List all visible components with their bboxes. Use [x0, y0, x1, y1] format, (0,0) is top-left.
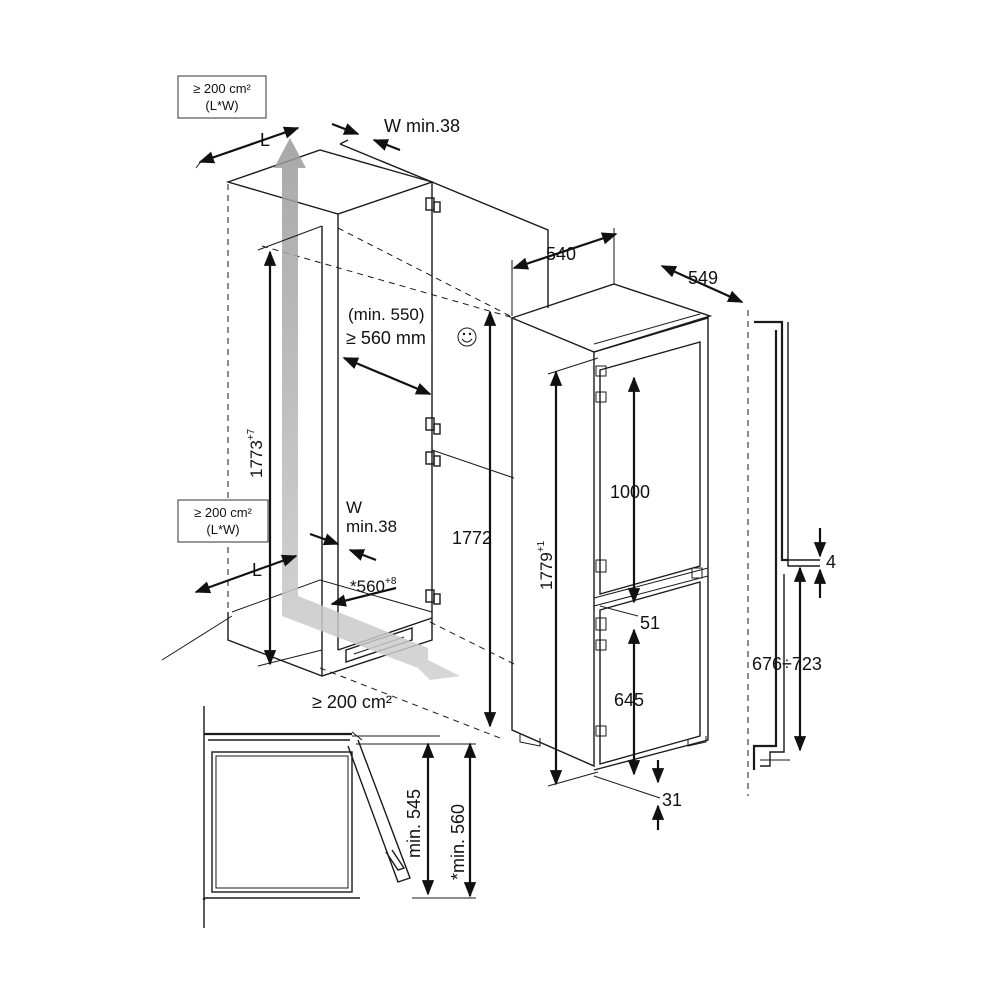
- vent-mid-lw: (L*W): [206, 522, 239, 537]
- dim-min-545: min. 545: [404, 742, 435, 896]
- dim-niche-depth: (min. 550) ≥ 560 mm: [342, 305, 477, 396]
- w-bottom-label: W: [346, 498, 362, 517]
- appliance: [510, 283, 713, 771]
- dim-676-723: 676÷723: [752, 566, 822, 752]
- dim-1779-tol: +1: [536, 540, 547, 552]
- l-bottom-label: L: [252, 560, 262, 580]
- dim-540: 540: [511, 228, 618, 316]
- svg-text:1773+7: 1773+7: [246, 428, 266, 478]
- niche-cabinet: [161, 139, 549, 739]
- vent-mid-area: ≥ 200 cm²: [194, 505, 252, 520]
- vent-bottom-label: ≥ 200 cm²: [312, 692, 392, 712]
- dim-w-bottom: W min.38: [309, 498, 397, 562]
- dim-560-star: *560+8: [330, 576, 397, 607]
- dim-1773-tol: +7: [246, 428, 257, 440]
- dim-560-star-tol: +8: [385, 576, 397, 587]
- dim-1772: 1772: [452, 310, 497, 728]
- hinge-icon: [595, 365, 703, 737]
- dim-560-star-value: *560: [350, 577, 385, 596]
- dim-645-value: 645: [614, 690, 644, 710]
- dim-51-value: 51: [640, 613, 660, 633]
- smiley-icon: [457, 327, 477, 347]
- ge-560-label: ≥ 560 mm: [346, 328, 426, 348]
- dim-1000: 1000: [610, 376, 650, 604]
- dim-51: 51: [599, 605, 660, 633]
- dim-31-value: 31: [662, 790, 682, 810]
- vent-top-lw: (L*W): [205, 98, 238, 113]
- dim-w-top: W min.38: [331, 116, 460, 152]
- w-min-bottom-label: min.38: [346, 517, 397, 536]
- svg-text:1779+1: 1779+1: [536, 540, 556, 590]
- dim-676-723-value: 676÷723: [752, 654, 822, 674]
- dim-1773-value: 1773: [247, 440, 266, 478]
- dim-1773: 1773+7: [246, 225, 323, 667]
- l-top-label: L: [260, 130, 270, 150]
- section-detail: [202, 706, 476, 928]
- dim-645: 645: [614, 628, 644, 776]
- dim-31: 31: [593, 760, 682, 830]
- min-550-label: (min. 550): [348, 305, 425, 324]
- min-560-star-value: *min. 560: [448, 804, 468, 880]
- dim-l-top: L: [195, 126, 300, 169]
- vent-label-top: ≥ 200 cm² (L*W): [177, 75, 267, 119]
- dim-540-value: 540: [546, 244, 576, 264]
- hinge-icon: [425, 197, 441, 605]
- vent-top-area: ≥ 200 cm²: [193, 81, 251, 96]
- rail-profile: [747, 310, 820, 796]
- min-545-value: min. 545: [404, 789, 424, 858]
- dim-4-value: 4: [826, 552, 836, 572]
- dim-1772-value: 1772: [452, 528, 492, 548]
- vent-label-mid: ≥ 200 cm² (L*W): [177, 499, 269, 543]
- svg-text:*560+8: *560+8: [350, 576, 397, 596]
- w-min-top-label: W min.38: [384, 116, 460, 136]
- dim-1000-value: 1000: [610, 482, 650, 502]
- dim-l-bottom: L: [194, 554, 298, 594]
- dim-549: 549: [660, 264, 744, 304]
- dim-1779-value: 1779: [537, 552, 556, 590]
- dim-min-560: *min. 560: [448, 742, 477, 898]
- dim-4: 4: [813, 528, 836, 598]
- dim-549-value: 549: [688, 268, 718, 288]
- dim-1779: 1779+1: [536, 357, 599, 787]
- airflow-arrow-icon: [274, 138, 460, 680]
